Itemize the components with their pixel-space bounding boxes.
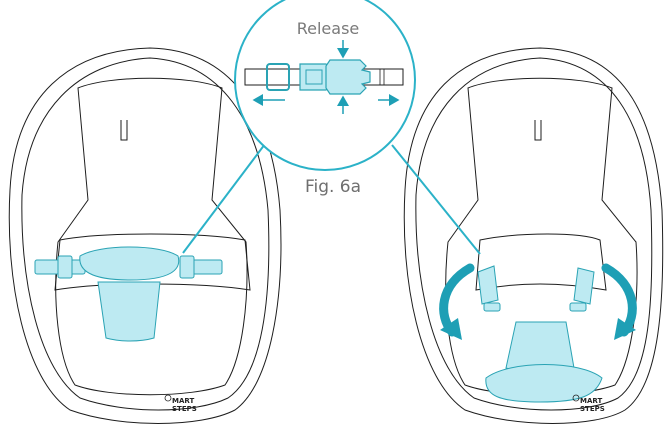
left-harness-crotch-pad — [98, 282, 160, 341]
figure-label: Fig. 6a — [305, 177, 361, 197]
left-seat-head-strap-slot — [121, 120, 127, 140]
right-seat-head-strap-slot — [535, 120, 541, 140]
logo-text-line1: MART — [580, 397, 602, 405]
right-harness — [478, 266, 602, 402]
lightbulb-icon — [165, 395, 171, 401]
connector-line-left — [183, 140, 268, 253]
left-harness — [35, 247, 222, 341]
logo-text-line1: MART — [172, 397, 194, 405]
right-harness-strap-left — [478, 266, 498, 304]
release-label: Release — [297, 19, 360, 38]
logo-text-line2: STEPS — [172, 405, 197, 413]
left-seat-logo: MART STEPS — [165, 395, 197, 413]
zoom-detail: Release — [235, 0, 415, 170]
left-harness-chest-pad — [80, 247, 179, 280]
right-harness-buckle-right — [570, 303, 586, 311]
left-harness-buckle-left — [58, 256, 72, 278]
logo-text-line2: STEPS — [580, 405, 605, 413]
zoom-buckle-receiver — [326, 60, 370, 94]
right-harness-strap-right — [574, 268, 594, 304]
left-harness-buckle-right — [180, 256, 194, 278]
right-harness-buckle-left — [484, 303, 500, 311]
connector-line-right — [392, 145, 480, 254]
